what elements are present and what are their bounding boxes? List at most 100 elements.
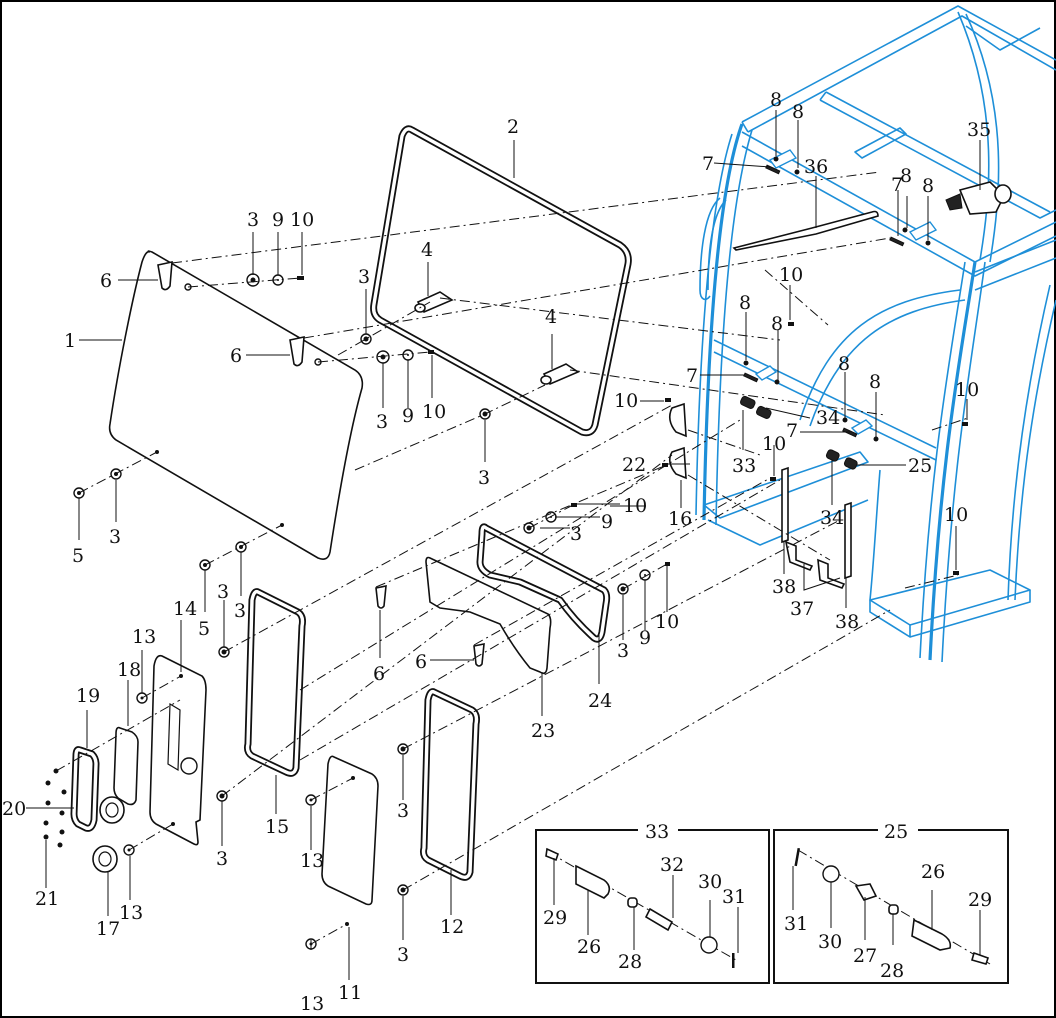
inset-33-label-26: 26 <box>577 936 601 958</box>
callout-6: 6 <box>415 651 427 673</box>
seal-12 <box>420 688 480 881</box>
inset-33-label-32: 32 <box>660 854 684 876</box>
panel-14 <box>149 654 207 846</box>
callout-8: 8 <box>770 89 782 111</box>
callout-18: 18 <box>117 659 141 681</box>
callout-3: 3 <box>570 523 582 545</box>
grommet-17a <box>99 796 125 824</box>
window-seal-2 <box>370 125 632 437</box>
strip-38a <box>781 466 789 544</box>
callout-3: 3 <box>217 581 229 603</box>
seal-15 <box>244 588 306 777</box>
callout-24: 24 <box>588 690 612 712</box>
callout-7: 7 <box>686 365 698 387</box>
callout-3: 3 <box>397 800 409 822</box>
callout-38: 38 <box>835 611 859 633</box>
callout-21: 21 <box>35 888 59 910</box>
callout-9: 9 <box>402 405 414 427</box>
callout-25: 25 <box>908 455 932 477</box>
pin-6a <box>157 260 173 291</box>
callout-7: 7 <box>702 153 714 175</box>
callout-6: 6 <box>373 663 385 685</box>
bracket-16 <box>668 446 687 480</box>
callout-8: 8 <box>792 101 804 123</box>
screws-21 <box>43 768 67 848</box>
callout-13: 13 <box>300 993 324 1015</box>
pin-6d <box>473 643 485 667</box>
callout-10: 10 <box>290 209 314 231</box>
inset-33-label-28: 28 <box>618 951 642 973</box>
callout-9: 9 <box>272 209 284 231</box>
inset-25-label-28: 28 <box>880 960 904 982</box>
callout-10: 10 <box>762 433 786 455</box>
callout-19: 19 <box>76 685 100 707</box>
callout-13: 13 <box>300 850 324 872</box>
callout-5: 5 <box>198 618 210 640</box>
callout-6: 6 <box>100 270 112 292</box>
callout-2: 2 <box>507 116 519 138</box>
callout-6: 6 <box>230 345 242 367</box>
pin-6b <box>289 335 305 367</box>
callout-38: 38 <box>772 576 796 598</box>
panel-23 <box>425 556 552 675</box>
callout-10: 10 <box>955 379 979 401</box>
inset-33-label-31: 31 <box>722 886 746 908</box>
callout-8: 8 <box>838 353 850 375</box>
callout-15: 15 <box>265 816 289 838</box>
callout-11: 11 <box>338 982 362 1004</box>
callout-12: 12 <box>440 916 464 938</box>
inset-33-title: 33 <box>645 821 669 843</box>
callout-3: 3 <box>109 526 121 548</box>
callout-9: 9 <box>639 627 651 649</box>
callout-13: 13 <box>132 626 156 648</box>
latch-34b <box>825 449 840 462</box>
strip-38b <box>844 501 852 580</box>
bracket-37b <box>817 558 846 589</box>
bracket-upper <box>668 402 687 438</box>
callout-10: 10 <box>614 390 638 412</box>
callout-9: 9 <box>601 511 613 533</box>
callout-3: 3 <box>358 266 370 288</box>
inset-25-label-26: 26 <box>921 861 945 883</box>
inset-25-label-29: 29 <box>968 889 992 911</box>
callout-1: 1 <box>64 330 76 352</box>
callout-5: 5 <box>72 545 84 567</box>
rear-glass-panel <box>108 250 364 560</box>
callout-10: 10 <box>655 611 679 633</box>
callout-3: 3 <box>397 944 409 966</box>
callout-22: 22 <box>622 454 646 476</box>
glass-11 <box>321 755 379 906</box>
callout-3: 3 <box>478 467 490 489</box>
callout-3: 3 <box>376 411 388 433</box>
inset-33-label-30: 30 <box>698 871 722 893</box>
callout-34: 34 <box>820 507 844 529</box>
callout-4: 4 <box>421 239 433 261</box>
inset-25: 25 31 30 27 28 26 29 <box>773 820 1009 984</box>
plate-18 <box>113 726 139 806</box>
grommet-17b <box>92 845 118 873</box>
callout-7: 7 <box>891 174 903 196</box>
callout-10: 10 <box>944 504 968 526</box>
assembly-lines <box>55 171 969 945</box>
inset-33-label-29: 29 <box>543 907 567 929</box>
callout-10: 10 <box>779 264 803 286</box>
callout-3: 3 <box>234 600 246 622</box>
callout-8: 8 <box>739 292 751 314</box>
callout-36: 36 <box>804 156 828 178</box>
inset-25-title: 25 <box>884 821 908 843</box>
callout-14: 14 <box>173 598 197 620</box>
callout-10: 10 <box>422 401 446 423</box>
leader-lines <box>26 110 981 980</box>
callout-23: 23 <box>531 720 555 742</box>
callout-labels: 1 2 3 9 10 6 6 3 3 9 10 4 4 3 5 3 5 3 3 … <box>2 89 991 1015</box>
callout-8: 8 <box>922 175 934 197</box>
callout-20: 20 <box>2 798 26 820</box>
callout-8: 8 <box>771 313 783 335</box>
frame-19 <box>70 746 100 832</box>
cab-frame <box>695 5 1056 663</box>
callout-3: 3 <box>247 209 259 231</box>
callout-35: 35 <box>967 119 991 141</box>
callout-16: 16 <box>668 508 692 530</box>
latch-34a <box>740 395 756 410</box>
